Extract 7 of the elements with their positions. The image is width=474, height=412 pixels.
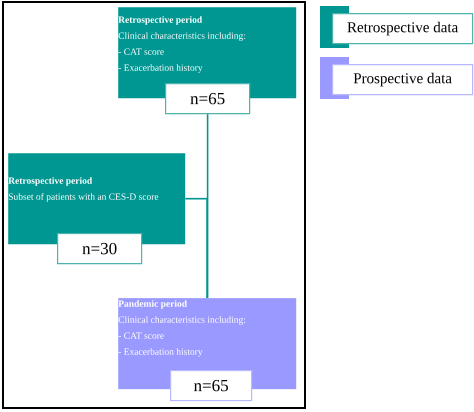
connector-line: [206, 114, 208, 298]
count-box: n=65: [165, 83, 250, 114]
connector-line: [185, 198, 208, 298]
count-box: n=30: [57, 232, 142, 264]
legend-label: Prospective data: [332, 64, 474, 96]
legend-label: Retrospective data: [332, 13, 474, 44]
count-box: n=65: [170, 370, 252, 402]
